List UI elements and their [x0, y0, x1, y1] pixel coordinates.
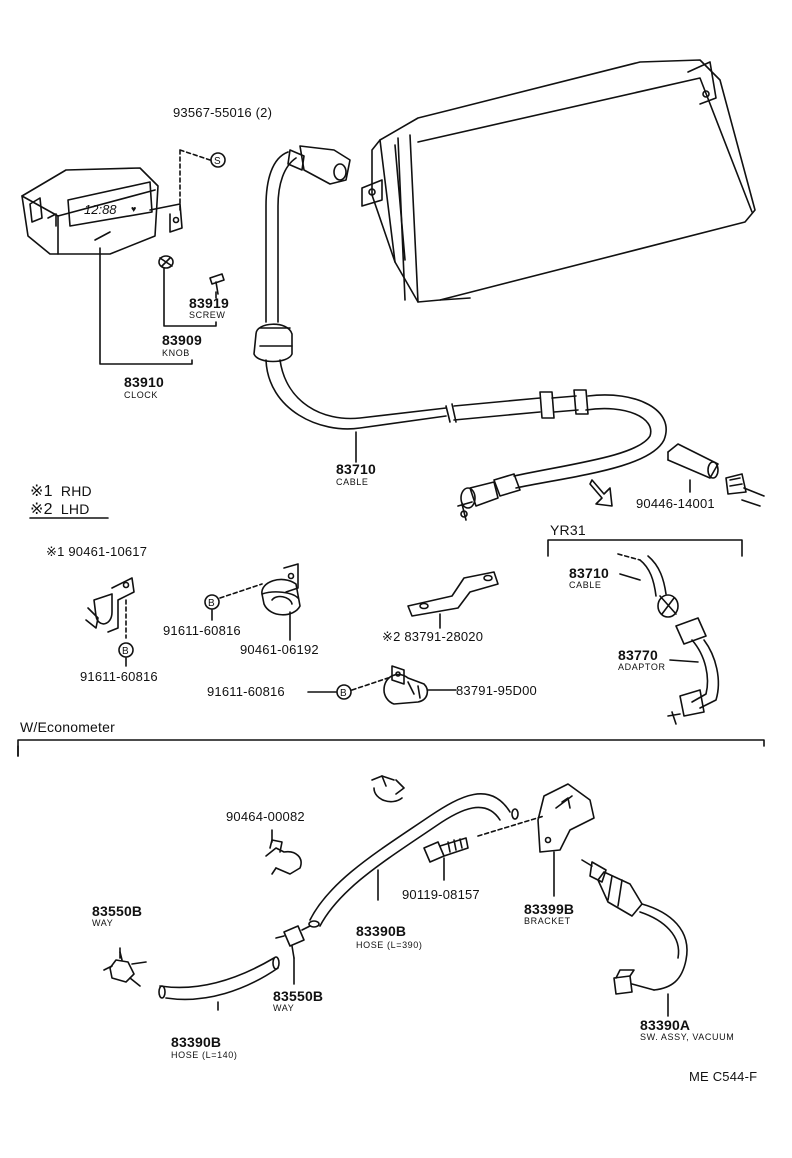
svg-text:B: B: [122, 646, 129, 657]
screw-part-name: SCREW: [189, 310, 226, 320]
legend-lhd: ※2 LHD: [30, 501, 90, 518]
small-screw-part: [209, 273, 225, 295]
svg-text:S: S: [214, 156, 221, 167]
clock-part-name: CLOCK: [124, 390, 159, 400]
way-83550B-right: [275, 925, 311, 959]
hose390-part-name: HOSE (L=390): [356, 940, 423, 950]
clamp-90461-06192: [261, 563, 301, 616]
hose-390: [308, 793, 519, 928]
clip-part-number: 90464-00082: [226, 809, 305, 824]
way1-part-name: WAY: [92, 918, 114, 928]
clamp-90461-10617: [85, 577, 135, 633]
screw-dash-leader: [179, 149, 211, 213]
arrow-down-right-icon: [589, 479, 613, 507]
hose140-part-number: 83390B: [171, 1034, 222, 1050]
instrument-cluster: [361, 59, 756, 303]
clamp-83791-95D00: [383, 665, 429, 705]
yr31-cable-part-number: 83710: [569, 565, 609, 581]
speedometer-cable: [253, 145, 667, 521]
bolt1-part-number: 91611-60816: [80, 669, 158, 684]
clock-display-text: 12:88: [84, 202, 117, 217]
bolt-part-number: 90119-08157: [402, 887, 480, 902]
bracket-econ-part-name: BRACKET: [524, 916, 571, 926]
knob-leader: [163, 267, 217, 327]
yr31-parts: [617, 553, 720, 725]
bracket-83399B: [537, 783, 595, 853]
knob-part-number: 83909: [162, 332, 202, 348]
cable-sleeve: [667, 443, 765, 507]
way2-part-number: 83550B: [273, 988, 324, 1004]
bolt3-part-number: 91611-60816: [207, 684, 285, 699]
sleeve-part-number: 90446-14001: [636, 496, 715, 511]
econometer-bracket: [17, 739, 765, 757]
bolt-b-symbol-3: B: [336, 684, 352, 700]
knob-part-name: KNOB: [162, 348, 190, 358]
clock-leader: [99, 247, 193, 365]
bracket-part-number: ※2 83791-28020: [382, 629, 484, 644]
vacuum-switch: [581, 859, 688, 995]
yr31-adaptor-leader: [669, 659, 699, 663]
switch-part-number: 83390A: [640, 1017, 691, 1033]
way2-part-name: WAY: [273, 1003, 295, 1013]
legend-rhd: ※1 RHD: [30, 483, 92, 500]
yr31-title: YR31: [550, 522, 586, 538]
bolt-90119-08157: [423, 837, 469, 863]
yr31-cable-part-name: CABLE: [569, 580, 602, 590]
bolt2-part-number: 91611-60816: [163, 623, 241, 638]
yr31-bracket: [547, 539, 743, 557]
clamp3-dash: [351, 677, 389, 691]
clamp2-dash: [219, 583, 263, 599]
cable-part-number: 83710: [336, 461, 376, 477]
hose390-part-number: 83390B: [356, 923, 407, 939]
clip-top: [371, 775, 405, 803]
svg-text:B: B: [208, 598, 215, 609]
way1-part-number: 83550B: [92, 903, 143, 919]
screw-part-number: 83919: [189, 295, 229, 311]
knob-part: [158, 255, 174, 269]
bracket-83791-28020: [407, 571, 499, 617]
clamp1-part-number: ※1 90461-10617: [46, 544, 148, 559]
yr31-cable-leader: [619, 573, 641, 581]
bracket-econ-part-number: 83399B: [524, 901, 575, 917]
bolt-b-symbol: B: [118, 642, 134, 658]
hose140-part-name: HOSE (L=140): [171, 1050, 238, 1060]
econometer-title: W/Econometer: [20, 719, 115, 735]
clamp2-part-number: 90461-06192: [240, 642, 319, 657]
clock-part-number: 83910: [124, 374, 164, 390]
clip-90464-00082: [265, 839, 302, 875]
bolt-b-symbol-2: B: [204, 594, 220, 610]
bracket-dash: [477, 815, 545, 837]
hose-140: [158, 956, 280, 1001]
heart-icon: ♥: [131, 204, 136, 214]
switch-part-name: SW. ASSY, VACUUM: [640, 1032, 735, 1042]
way-83550B-left: [103, 951, 147, 987]
diagram-code: ME C544-F: [689, 1069, 758, 1084]
clamp3-part-number: 83791-95D00: [456, 683, 537, 698]
yr31-adaptor-part-name: ADAPTOR: [618, 662, 666, 672]
screw-s-symbol: S: [210, 152, 226, 168]
cable-part-name: CABLE: [336, 477, 369, 487]
clock-screw-part-number: 93567-55016 (2): [173, 105, 273, 120]
svg-text:B: B: [340, 688, 347, 699]
yr31-adaptor-part-number: 83770: [618, 647, 658, 663]
clock-body: 12:88 ♥: [21, 167, 183, 255]
